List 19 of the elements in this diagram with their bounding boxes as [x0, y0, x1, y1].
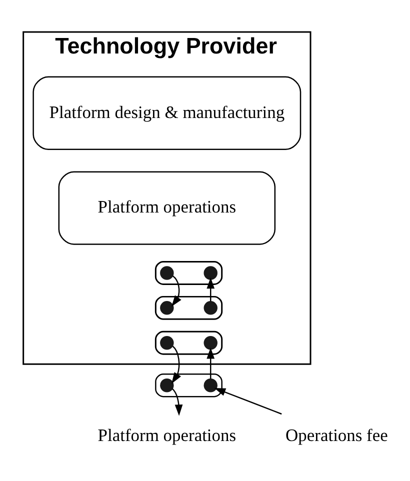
arrow: [172, 388, 183, 416]
arrow: [206, 347, 215, 379]
node-box: Platform design & manufacturing: [32, 76, 302, 150]
arrow: [206, 277, 215, 302]
node-circle: [160, 378, 174, 392]
node-circle: [204, 266, 218, 280]
node-circle: [204, 378, 218, 392]
node-box: Platform operations: [58, 171, 276, 245]
node-circle: [160, 301, 174, 315]
node-circle: [160, 336, 174, 350]
cluster: [154, 260, 223, 285]
node-circle: [204, 336, 218, 350]
arrow: [171, 275, 182, 307]
arrow: [214, 388, 282, 415]
node-text: Operations fee: [286, 425, 388, 446]
node-circle: [204, 301, 218, 315]
node-circle: [160, 266, 174, 280]
node-text: Platform operations: [98, 425, 236, 446]
cluster: [154, 330, 223, 355]
